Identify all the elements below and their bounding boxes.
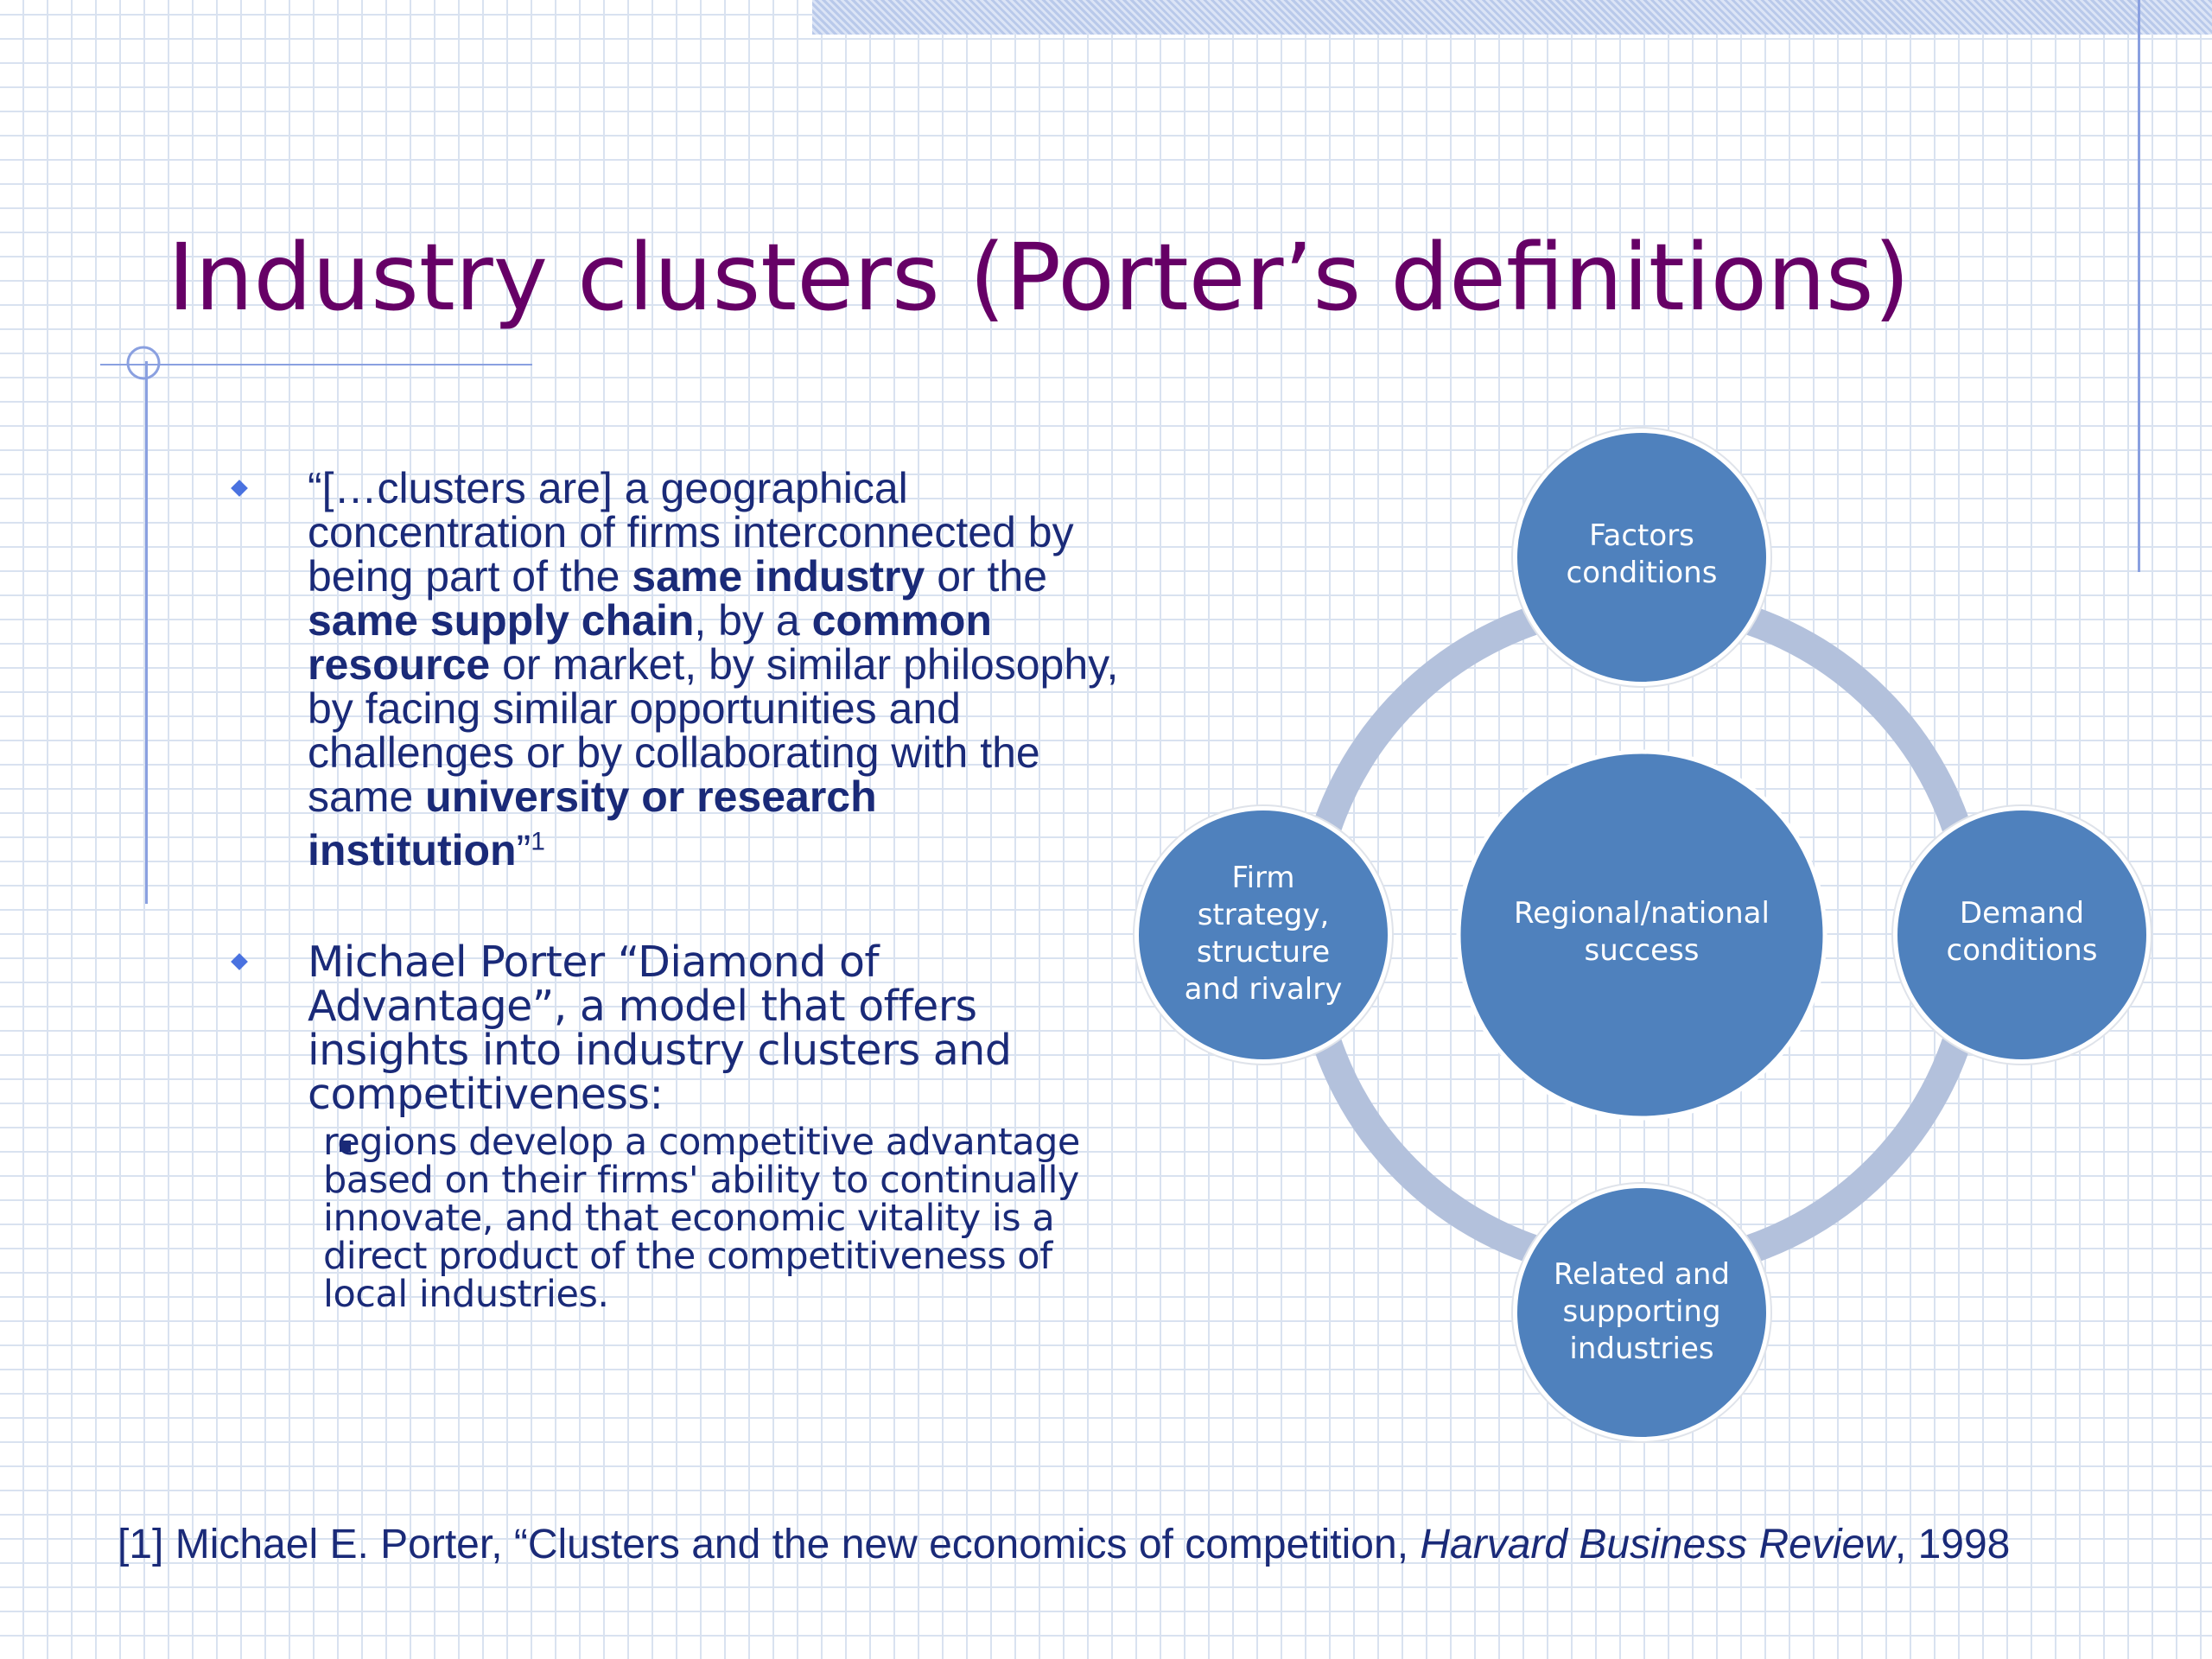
footnote-part: [1] Michael E. Porter, “Clusters and the… bbox=[118, 1522, 1421, 1567]
quote-bold-common-resource: common resource bbox=[308, 596, 992, 689]
quote-bold-same-industry: same industry bbox=[632, 552, 925, 601]
node-center: Regional/national success bbox=[1456, 749, 1827, 1121]
node-bottom-line-3: industries bbox=[1569, 1332, 1713, 1366]
footnote-part: , 1998 bbox=[1894, 1522, 2011, 1567]
node-center-line-1: Regional/national bbox=[1514, 896, 1770, 931]
quote-part: ” bbox=[516, 825, 531, 874]
sub-bullet-text: regions develop a competitive advantage … bbox=[323, 1120, 1080, 1316]
node-right: Demand conditions bbox=[1891, 804, 2152, 1065]
bullet-item-quote: “[…clusters are] a geographical concentr… bbox=[226, 467, 1125, 873]
bullet-item-porter: Michael Porter “Diamond of Advantage”, a… bbox=[226, 940, 1125, 1313]
quote-part: “[…clusters are] a geographical concentr… bbox=[308, 464, 1074, 601]
quote-bold-university: university or research institution bbox=[308, 772, 877, 874]
node-right-line-2: conditions bbox=[1947, 933, 2098, 968]
slide-title: Industry clusters (Porter’s definitions) bbox=[168, 225, 1910, 332]
node-top-line-2: conditions bbox=[1567, 556, 1718, 590]
sub-bullet-item: regions develop a competitive advantage … bbox=[226, 1123, 1125, 1313]
quote-part: , by a bbox=[694, 596, 812, 645]
bullet-list: “[…clusters are] a geographical concentr… bbox=[226, 467, 1125, 1313]
node-top-line-1: Factors bbox=[1589, 518, 1694, 553]
node-left-line-1: Firm bbox=[1231, 861, 1294, 895]
quote-bold-same-supply-chain: same supply chain bbox=[308, 596, 695, 645]
node-center-line-2: success bbox=[1585, 933, 1700, 968]
top-decorative-band bbox=[812, 0, 2212, 35]
quote-part: or market, by similar philosophy, by fac… bbox=[308, 640, 1119, 821]
crosshair-icon bbox=[126, 346, 161, 380]
node-left: Firm strategy, structure and rivalry bbox=[1133, 804, 1394, 1065]
node-right-line-1: Demand bbox=[1960, 896, 2084, 931]
diamond-of-advantage-diagram: Regional/national success Factors condit… bbox=[1133, 427, 2152, 1443]
quote-part: or the bbox=[925, 552, 1048, 601]
right-vertical-rule bbox=[2138, 0, 2140, 572]
node-left-line-3: structure bbox=[1197, 935, 1330, 969]
node-bottom-line-2: supporting bbox=[1562, 1294, 1720, 1329]
diamond-bullet-icon bbox=[231, 480, 248, 497]
node-left-line-4: and rivalry bbox=[1185, 972, 1343, 1007]
porter-text: Michael Porter “Diamond of Advantage”, a… bbox=[308, 937, 1012, 1119]
footnote-journal: Harvard Business Review bbox=[1420, 1522, 1895, 1567]
footnote: [1] Michael E. Porter, “Clusters and the… bbox=[118, 1521, 2010, 1568]
node-bottom-line-1: Related and bbox=[1554, 1257, 1730, 1292]
square-bullet-icon bbox=[340, 1140, 351, 1152]
title-underline-rule bbox=[100, 364, 532, 365]
footnote-marker: 1 bbox=[531, 827, 545, 855]
quote-text: “[…clusters are] a geographical concentr… bbox=[308, 464, 1118, 874]
left-vertical-rule bbox=[145, 361, 148, 904]
node-bottom: Related and supporting industries bbox=[1511, 1182, 1772, 1443]
diamond-bullet-icon bbox=[231, 952, 248, 970]
sub-bullet-list: regions develop a competitive advantage … bbox=[308, 1123, 1125, 1313]
node-left-line-2: strategy, bbox=[1198, 898, 1330, 932]
node-top: Factors conditions bbox=[1511, 427, 1772, 688]
